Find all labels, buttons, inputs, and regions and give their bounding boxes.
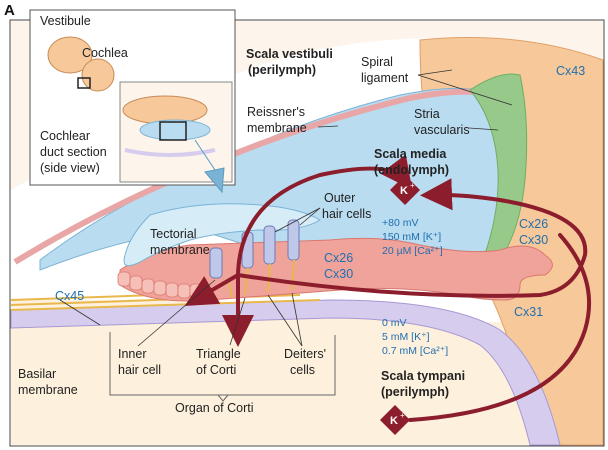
cx26-mid-label: Cx26 — [324, 251, 353, 265]
scala-vestibuli-sub: (perilymph) — [248, 63, 316, 77]
organ-bracket — [109, 332, 336, 396]
tectorial-label-1: Tectorial — [150, 227, 197, 241]
inner-hair-label-1: Inner — [118, 347, 147, 361]
leader-lines — [59, 69, 513, 347]
cochlea-marker — [77, 77, 91, 89]
duct-label-2: duct section — [40, 145, 107, 159]
duct-label-1: Cochlear — [40, 129, 90, 143]
cx30-mid-label: Cx30 — [324, 267, 353, 281]
stria-label-2: vascularis — [414, 123, 470, 137]
endolymph-calcium: 20 µM [Ca²⁺] — [382, 245, 443, 257]
potassium-recycling-path — [184, 154, 592, 422]
svg-text:K: K — [390, 415, 398, 427]
tectorial-membrane — [123, 203, 321, 267]
organ-cell-mass — [119, 237, 553, 302]
perilymph-potassium: 5 mM [K⁺] — [382, 331, 430, 343]
basilar-membrane — [10, 299, 561, 446]
inset-panel — [29, 9, 236, 186]
scala-tympani-sub: (perilymph) — [381, 385, 449, 399]
duct-section-marker — [159, 121, 187, 141]
cx30-right-label: Cx30 — [519, 233, 548, 247]
triangle-label-2: of Corti — [196, 363, 236, 377]
inner-hair-label-2: hair cell — [118, 363, 161, 377]
duct-label-3: (side view) — [40, 161, 100, 175]
endolymph-potassium: 150 mM [K⁺] — [382, 231, 441, 243]
scala-media-label: Scala media — [374, 147, 447, 161]
cochlea-label: Cochlea — [82, 46, 128, 60]
svg-text:K: K — [400, 185, 408, 197]
basilar-label-1: Basilar — [18, 367, 56, 381]
outer-hair-label-2: hair cells — [322, 207, 371, 221]
scala-tympani-label: Scala tympani — [381, 369, 465, 383]
reissner-label-1: Reissner's — [247, 105, 305, 119]
cx43-label: Cx43 — [556, 64, 585, 78]
panel-letter: A — [4, 2, 15, 19]
svg-text:+: + — [410, 181, 415, 190]
scala-vestibuli-label: Scala vestibuli — [246, 47, 333, 61]
endolymph-potential: +80 mV — [382, 217, 418, 229]
deiters-label-2: cells — [290, 363, 315, 377]
cx26-right-label: Cx26 — [519, 217, 548, 231]
k-ion-endolymph: K + — [390, 175, 420, 205]
spiral-ligament-label-1: Spiral — [361, 55, 393, 69]
vestibule-label: Vestibule — [40, 14, 91, 28]
spiral-ligament-label-2: ligament — [361, 71, 409, 85]
cx45-label: Cx45 — [55, 289, 84, 303]
k-ion-perilymph: K + — [380, 405, 410, 435]
triangle-label-1: Triangle — [196, 347, 241, 361]
reissner-label-2: membrane — [247, 121, 307, 135]
stria-label-1: Stria — [414, 107, 440, 121]
tectorial-label-2: membrane — [150, 243, 210, 257]
outer-hair-label-1: Outer — [324, 191, 355, 205]
perilymph-calcium: 0.7 mM [Ca²⁺] — [382, 345, 448, 357]
cx31-label: Cx31 — [514, 305, 543, 319]
scala-media-sub: (endolymph) — [374, 163, 449, 177]
svg-text:+: + — [400, 411, 405, 420]
inset-pointer-arrow — [194, 139, 225, 194]
deiters-label-1: Deiters' — [284, 347, 326, 361]
basilar-label-2: membrane — [18, 383, 78, 397]
organ-of-corti-label: Organ of Corti — [175, 401, 254, 415]
reissners-membrane — [13, 88, 481, 265]
scala-tympani-region — [11, 300, 603, 445]
hair-cells — [209, 219, 300, 279]
perilymph-potential: 0 mV — [382, 317, 407, 329]
organ-bracket-tick — [217, 394, 229, 402]
